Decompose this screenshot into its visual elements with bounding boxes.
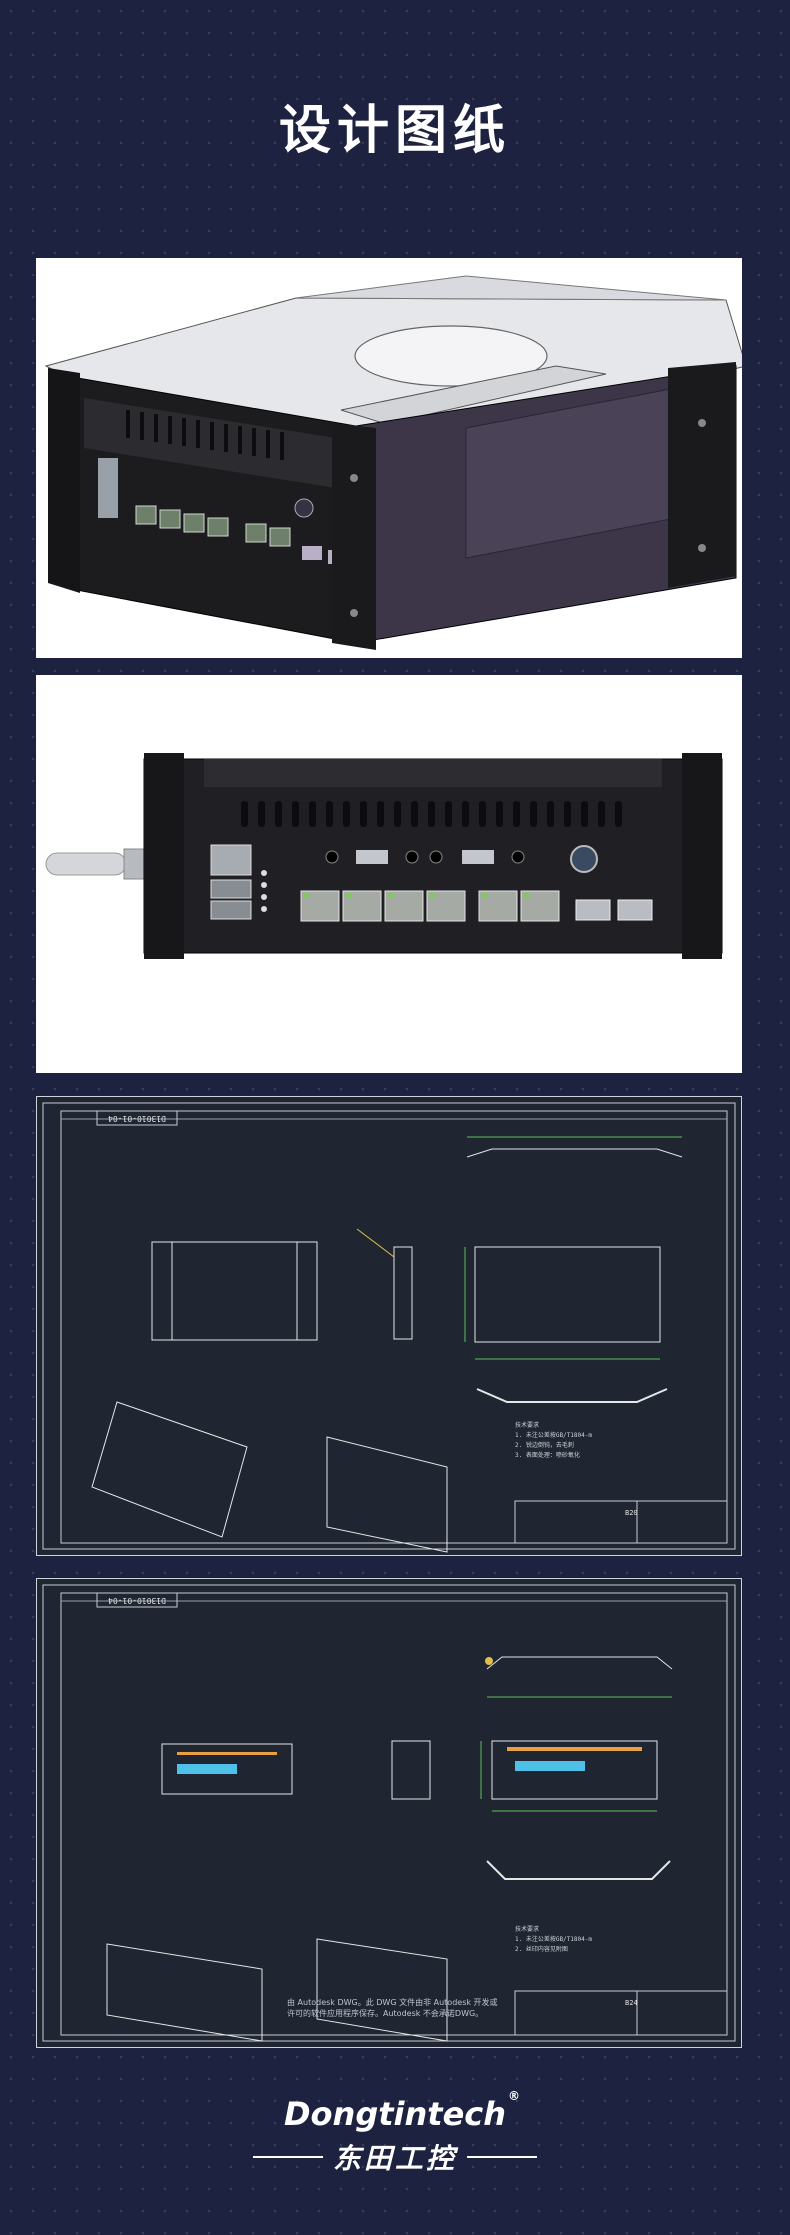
sheet-label: B20 bbox=[625, 1509, 638, 1517]
product-isometric-render bbox=[36, 258, 742, 658]
logo-right-line bbox=[467, 2156, 537, 2158]
registered-mark: ® bbox=[508, 2089, 521, 2103]
drawing-code: D13010-01-04 bbox=[108, 1596, 166, 1605]
svg-text:2. 丝印内容见附图: 2. 丝印内容见附图 bbox=[515, 1945, 568, 1953]
drawing-code: D13010-01-04 bbox=[108, 1114, 166, 1123]
autodesk-watermark: 由 Autodesk DWG。此 DWG 文件由非 Autodesk 开发或 许… bbox=[287, 1998, 498, 2018]
svg-text:3. 表面处理：喷砂氧化: 3. 表面处理：喷砂氧化 bbox=[515, 1451, 580, 1459]
cad-drawing-sheet-2: D13010-01-04 B24 技术要求 1. 未注公差按GB/T1804-m… bbox=[36, 1578, 742, 2048]
cad-drawing-sheet-1: D13010-01-04 B20 技术要求 1. 未注公差按GB/T1804-m… bbox=[36, 1096, 742, 1556]
svg-text:技术要求: 技术要求 bbox=[515, 1421, 539, 1429]
logo-left-line bbox=[252, 2156, 323, 2158]
svg-text:1. 未注公差按GB/T1804-m: 1. 未注公差按GB/T1804-m bbox=[515, 1431, 592, 1439]
svg-text:技术要求: 技术要求 bbox=[515, 1925, 539, 1933]
sheet-label: B24 bbox=[625, 1999, 638, 2007]
svg-text:2. 锐边倒钝，去毛刺: 2. 锐边倒钝，去毛刺 bbox=[515, 1441, 574, 1449]
brand-logo: Dongtintech® 东田工控 bbox=[0, 2089, 790, 2177]
svg-text:1. 未注公差按GB/T1804-m: 1. 未注公差按GB/T1804-m bbox=[515, 1935, 592, 1943]
brand-english-text: Dongtintech bbox=[283, 2095, 507, 2133]
brand-english: Dongtintech® bbox=[283, 2089, 520, 2133]
page-title: 设计图纸 bbox=[278, 101, 511, 161]
product-front-view-render bbox=[36, 675, 742, 1073]
brand-chinese: 东田工控 bbox=[332, 2142, 457, 2175]
